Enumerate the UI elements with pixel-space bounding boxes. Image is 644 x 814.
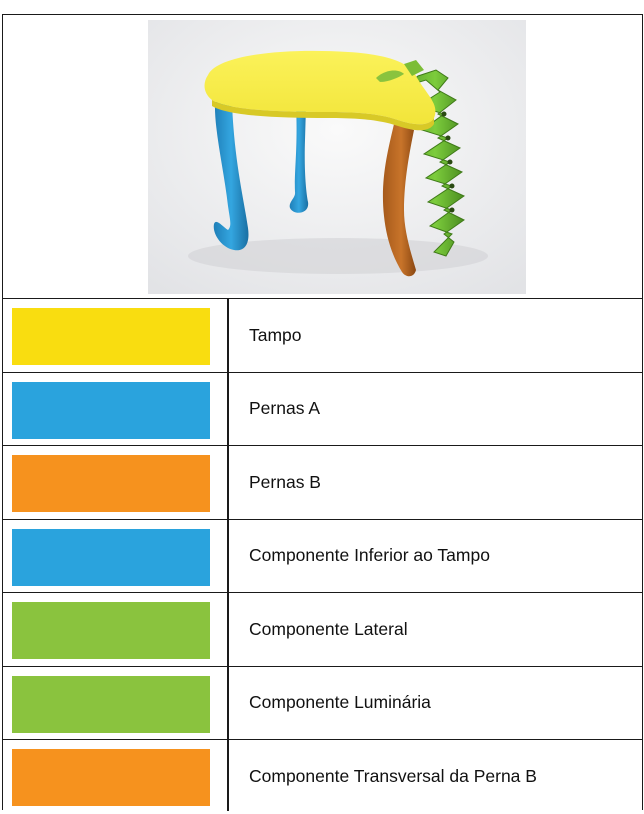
color-swatch-green — [12, 675, 210, 733]
legend-row-componente-lateral: Componente Lateral — [3, 593, 642, 667]
legend-label: Pernas B — [249, 471, 321, 492]
color-swatch-blue — [12, 528, 210, 586]
legend-row-componente-inferior: Componente Inferior ao Tampo — [3, 520, 642, 593]
legend-row-pernas-b: Pernas B — [3, 446, 642, 520]
legend-label: Tampo — [249, 324, 302, 345]
legend-label: Componente Transversal da Perna B — [249, 766, 537, 787]
legend-row-componente-luminaria: Componente Luminária — [3, 667, 642, 740]
color-swatch-orange — [12, 455, 210, 512]
legend-row-componente-transversal: Componente Transversal da Perna B — [3, 740, 642, 814]
color-swatch-green — [12, 602, 210, 659]
color-swatch-orange — [12, 749, 210, 806]
components-table: Tampo Pernas A Pernas B Componente Infer… — [2, 14, 643, 811]
table-3d-render-image — [148, 20, 526, 294]
color-swatch-yellow — [12, 308, 210, 365]
legend-label: Componente Lateral — [249, 618, 408, 639]
legend-label: Componente Inferior ao Tampo — [249, 545, 490, 566]
render-image-cell — [3, 15, 642, 299]
legend-label: Pernas A — [249, 398, 321, 419]
legend-label: Componente Luminária — [249, 692, 431, 713]
color-swatch-blue — [12, 381, 210, 439]
legend-row-tampo: Tampo — [3, 299, 642, 373]
column-divider — [227, 299, 229, 811]
legend-row-pernas-a: Pernas A — [3, 373, 642, 446]
